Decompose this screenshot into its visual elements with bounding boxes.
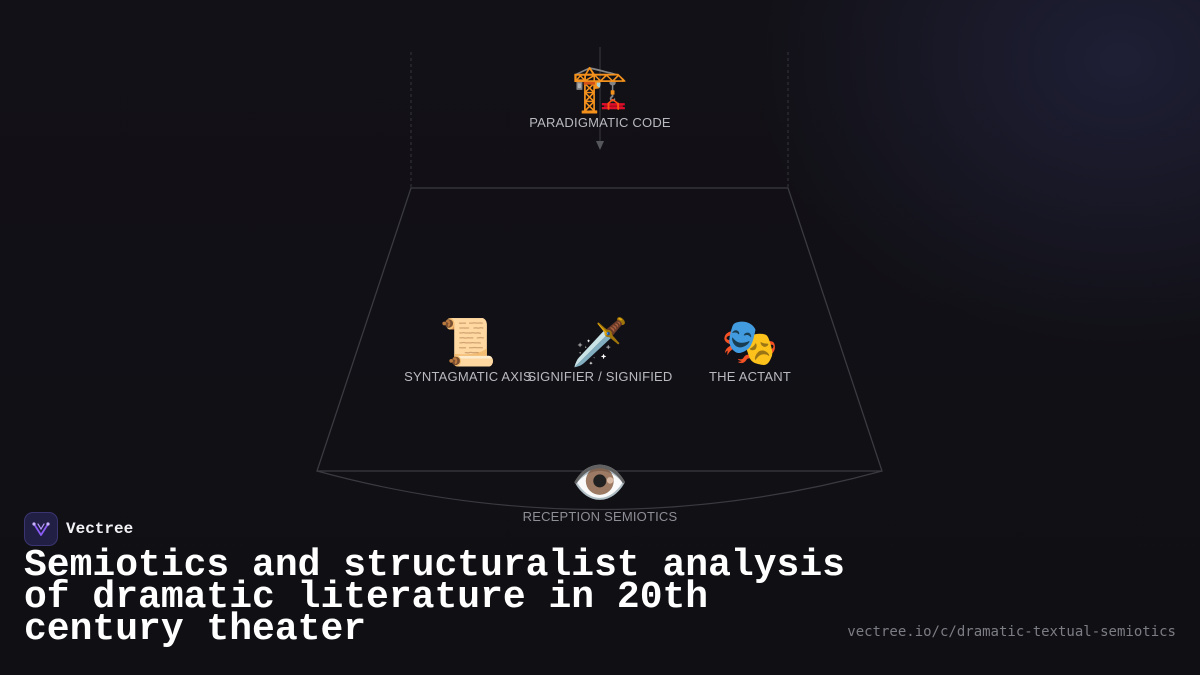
eye-icon: 👁️ bbox=[571, 456, 629, 508]
brand-name: Vectree bbox=[66, 520, 134, 538]
theater-masks-icon: 🎭 bbox=[721, 316, 779, 368]
vectree-logo-icon bbox=[24, 512, 58, 546]
node-reception-semiotics: 👁️ RECEPTION SEMIOTICS bbox=[523, 456, 678, 524]
page-url[interactable]: vectree.io/c/dramatic-textual-semiotics bbox=[847, 624, 1176, 640]
dagger-icon: 🗡️ bbox=[571, 316, 629, 368]
node-label: SIGNIFIER / SIGNIFIED bbox=[527, 369, 673, 384]
node-label: THE ACTANT bbox=[709, 369, 791, 384]
crane-icon: 🏗️ bbox=[571, 62, 629, 114]
node-the-actant: 🎭 THE ACTANT bbox=[709, 316, 791, 384]
node-paradigmatic-code: 🏗️ PARADIGMATIC CODE bbox=[529, 62, 671, 130]
connector-arrow bbox=[596, 141, 604, 150]
node-signifier-signified: 🗡️ SIGNIFIER / SIGNIFIED bbox=[527, 316, 672, 384]
node-label: RECEPTION SEMIOTICS bbox=[522, 509, 678, 524]
node-syntagmatic-axis: 📜 SYNTAGMATIC AXIS bbox=[404, 316, 532, 384]
stage-apron-curve bbox=[316, 470, 883, 511]
brand[interactable]: Vectree bbox=[24, 512, 133, 546]
node-label: SYNTAGMATIC AXIS bbox=[404, 369, 532, 384]
node-label: PARADIGMATIC CODE bbox=[529, 115, 671, 130]
scroll-icon: 📜 bbox=[439, 316, 497, 368]
page-title: Semiotics and structuralist analysis of … bbox=[24, 544, 845, 651]
